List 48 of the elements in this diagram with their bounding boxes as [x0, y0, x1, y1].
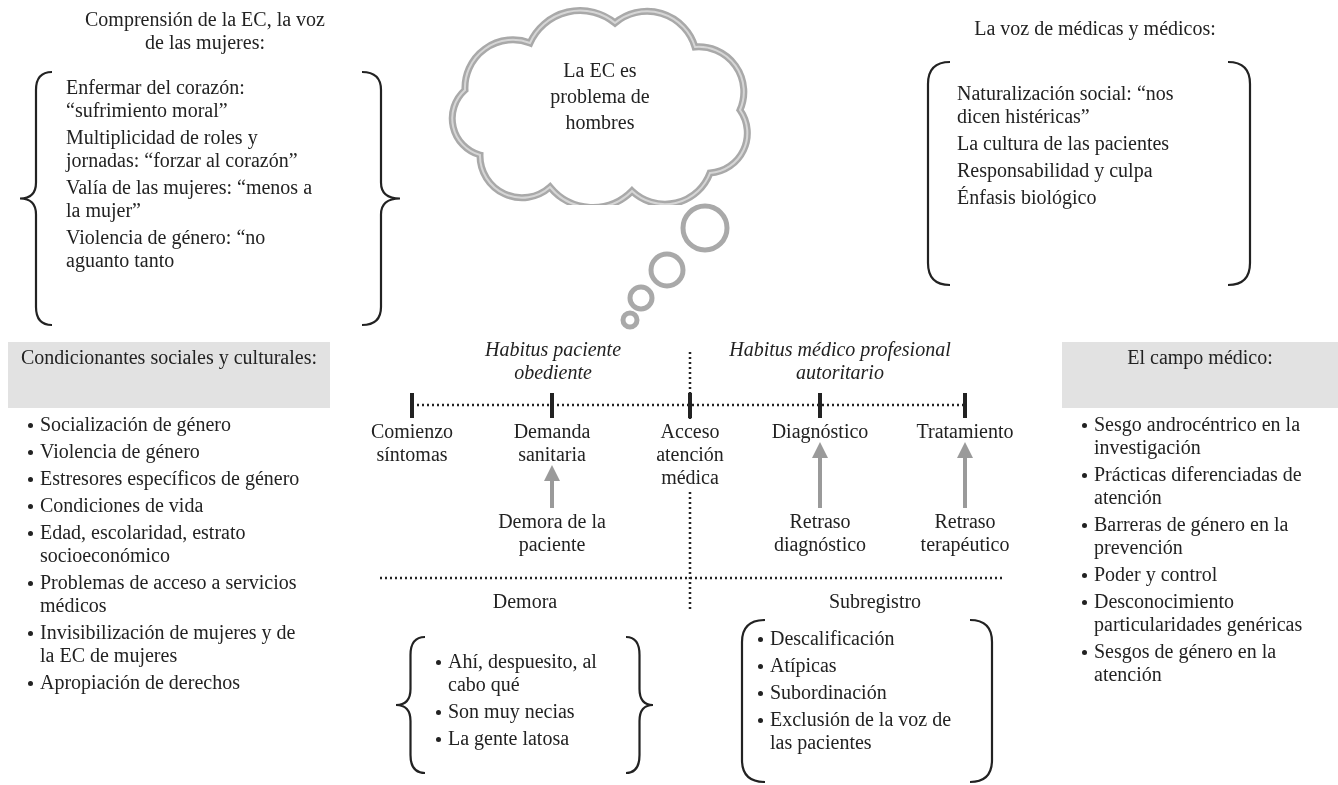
list-item: Prácticas diferenciadas de atención: [1094, 463, 1303, 509]
section-heading: Habitus médico profesional autoritario: [728, 338, 952, 384]
list-item: Condiciones de vida: [40, 494, 204, 517]
stage-label: Retraso diagnóstico: [755, 510, 885, 556]
list-item: Subordinación: [770, 681, 887, 704]
stage-label: Demanda sanitaria: [500, 420, 604, 466]
list-item: La gente latosa: [448, 727, 570, 750]
list-item: Edad, escolaridad, estrato socioeconómico: [40, 521, 247, 567]
list-item: Exclusión de la voz de las pacientes: [770, 708, 953, 754]
stage-label: Tratamiento: [905, 420, 1025, 443]
stage-label: Comienzo síntomas: [360, 420, 464, 466]
section-heading: Demora: [491, 590, 559, 613]
list-item: Naturalización social: “nos dicen histéricas”: [957, 82, 1175, 128]
stage-label: Demora de la paciente: [490, 510, 614, 556]
list-item: Descalificación: [770, 627, 895, 650]
list-item: La cultura de las pacientes: [957, 132, 1171, 155]
heading-band: Condicionantes sociales y culturales:: [8, 342, 330, 408]
list-item: Violencia de género: “no aguanto tanto: [66, 226, 267, 272]
list-item: Son muy necias: [448, 700, 575, 723]
list-item: Invisibilización de mujeres y de la EC de mujeres: [40, 621, 297, 667]
stage-label: Retraso terapéutico: [900, 510, 1030, 556]
list-item: Violencia de género: [40, 440, 200, 463]
list-item: Socialización de género: [40, 413, 232, 436]
list-item: Énfasis biológico: [957, 186, 1098, 209]
arrow: [812, 442, 828, 508]
list-item: Barreras de género en la prevención: [1094, 513, 1290, 559]
list-item: Valía de las mujeres: “menos a la mujer”: [66, 176, 314, 222]
section-heading: Subregistro: [827, 590, 923, 613]
list-heading: La voz de médicas y médicos:: [973, 17, 1217, 40]
heading-band: El campo médico:: [1062, 342, 1338, 408]
list-item: Multiplicidad de roles y jornadas: “forzar al corazón”: [66, 126, 299, 172]
list-item: Sesgo androcéntrico en la investigación: [1094, 413, 1302, 459]
list-item: Atípicas: [770, 654, 837, 677]
list-item: Estresores específicos de género: [40, 467, 300, 490]
list-item: Desconocimiento particularidades genéricas: [1094, 590, 1304, 636]
list-item: Poder y control: [1094, 563, 1218, 586]
list-heading: Comprensión de la EC, la voz de las mujeres:: [84, 8, 326, 54]
list-item: Ahí, despuesito, al cabo qué: [448, 650, 598, 696]
arrow: [544, 465, 560, 508]
list-item: Apropiación de derechos: [40, 671, 240, 694]
cloud-text: La EC es problema de hombres: [550, 58, 650, 135]
list-item: Responsabilidad y culpa: [957, 159, 1154, 182]
list-item: Sesgos de género en la atención: [1094, 640, 1278, 686]
list-item: Problemas de acceso a servicios médicos: [40, 571, 298, 617]
list-item: Enfermar del corazón: “sufrimiento moral”: [66, 76, 246, 122]
section-heading: Habitus paciente obediente: [483, 338, 623, 384]
arrow: [957, 442, 973, 508]
stage-label: Diagnóstico: [760, 420, 880, 443]
